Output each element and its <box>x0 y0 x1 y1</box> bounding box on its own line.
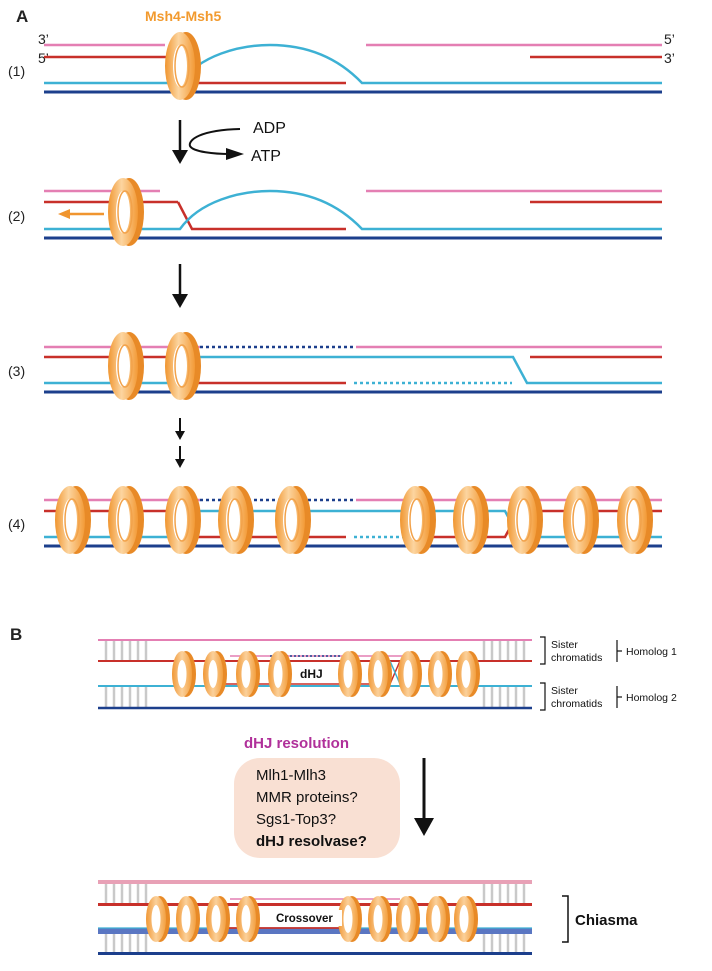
homolog-1-label: Homolog 1 <box>626 646 677 658</box>
step-2-label: (2) <box>8 208 25 224</box>
step-1-label: (1) <box>8 63 25 79</box>
msh4-msh5-ring <box>456 651 480 697</box>
msh4-msh5-ring <box>506 485 544 555</box>
msh4-msh5-ring <box>274 485 312 555</box>
msh4-msh5-ring <box>268 651 292 697</box>
msh4-msh5-ring <box>164 331 202 401</box>
msh4-msh5-ring <box>452 485 490 555</box>
msh4-msh5-ring <box>236 896 260 942</box>
sister-label-2: Sister <box>551 685 578 697</box>
arrow-2 <box>172 264 188 308</box>
msh4-msh5-ring <box>368 896 392 942</box>
msh4-msh5-ring <box>399 485 437 555</box>
msh4-msh5-ring <box>368 651 392 697</box>
chiasma-bracket <box>562 895 569 943</box>
end-label-3-right: 3’ <box>664 50 675 66</box>
msh4-msh5-ring <box>164 485 202 555</box>
chromatids-label-2: chromatids <box>551 698 602 710</box>
resolution-title: dHJ resolution <box>244 735 349 752</box>
msh4-msh5-ring <box>562 485 600 555</box>
homolog-2-label: Homolog 2 <box>626 692 677 704</box>
msh4-msh5-ring <box>203 651 227 697</box>
msh4-msh5-ring <box>54 485 92 555</box>
msh4-msh5-ring <box>454 896 478 942</box>
msh4-msh5-ring <box>146 896 170 942</box>
crossover-label: Crossover <box>276 913 333 925</box>
resolution-item: MMR proteins? <box>256 789 358 806</box>
msh4-msh5-ring <box>426 896 450 942</box>
step-3-label: (3) <box>8 363 25 379</box>
msh4-msh5-ring <box>236 651 260 697</box>
msh4-msh5-ring <box>107 177 145 247</box>
panel-b-label: B <box>10 625 22 644</box>
adp-label: ADP <box>253 120 286 137</box>
msh4-msh5-ring <box>164 31 202 101</box>
sister-label-1: Sister <box>551 639 578 651</box>
msh4-msh5-ring <box>107 485 145 555</box>
arrow-3 <box>175 418 185 468</box>
msh4-msh5-ring <box>206 896 230 942</box>
crossover-label-bg <box>272 910 342 926</box>
step-2-dna <box>44 189 662 240</box>
panel-a-label: A <box>16 7 28 26</box>
end-label-5-right: 5’ <box>664 31 675 47</box>
resolution-item: Mlh1-Mlh3 <box>256 767 327 784</box>
msh4-msh5-ring <box>107 331 145 401</box>
step-4-label: (4) <box>8 516 25 532</box>
atp-label: ATP <box>251 148 281 165</box>
dhj-label: dHJ <box>300 667 323 681</box>
msh4-msh5-ring <box>217 485 255 555</box>
chiasma-label: Chiasma <box>575 912 638 929</box>
msh4-msh5-ring <box>398 651 422 697</box>
chromatids-label-1: chromatids <box>551 652 602 664</box>
protein-label: Msh4-Msh5 <box>145 8 221 24</box>
resolution-item: Sgs1-Top3? <box>256 811 337 828</box>
msh4-msh5-ring <box>338 651 362 697</box>
msh4-msh5-ring <box>428 651 452 697</box>
resolution-item: dHJ resolvase? <box>256 833 367 850</box>
homolog-brackets <box>540 636 622 711</box>
end-label-3-left: 3’ <box>38 31 49 47</box>
arrow-1 <box>172 120 244 164</box>
translocation-arrow <box>58 209 104 219</box>
resolution-arrow <box>414 758 434 836</box>
msh4-msh5-ring <box>176 896 200 942</box>
msh4-msh5-ring <box>172 651 196 697</box>
chromatid-ladder-top <box>104 641 526 707</box>
msh4-msh5-ring <box>616 485 654 555</box>
resolution-factors-box: Mlh1-Mlh3 MMR proteins? Sgs1-Top3? dHJ r… <box>234 758 400 858</box>
chromatid-ladder-bottom <box>104 883 526 953</box>
step-1-dna <box>44 43 662 94</box>
msh4-msh5-ring <box>396 896 420 942</box>
end-label-5-left: 5’ <box>38 50 49 66</box>
